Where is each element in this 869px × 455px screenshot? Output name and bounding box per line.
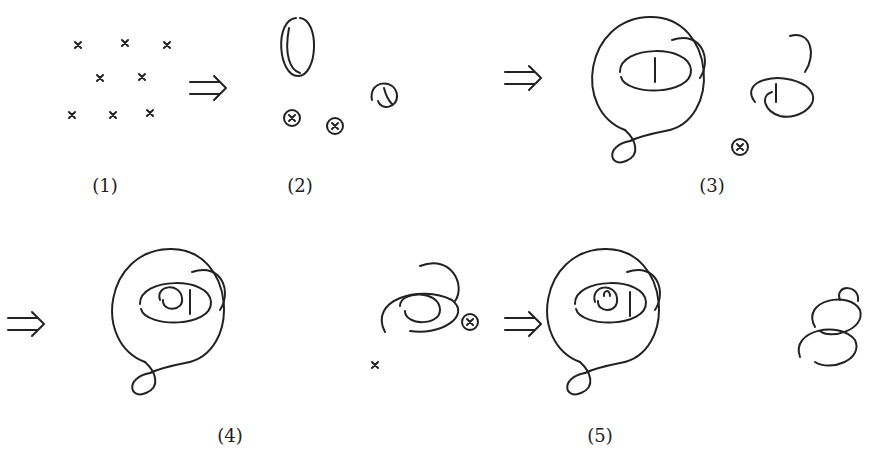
step-number: (2) <box>287 176 313 196</box>
step-number: (4) <box>217 426 243 446</box>
implication-arrows <box>8 66 541 336</box>
knot-figure-5 <box>547 249 861 394</box>
cross-marks <box>69 40 170 118</box>
knot-figure-4 <box>112 249 478 394</box>
step-number: (3) <box>699 176 725 196</box>
step-number: (1) <box>92 176 118 196</box>
knot-figure-3 <box>592 17 813 162</box>
step-number: (5) <box>587 426 613 446</box>
knot-figure-2 <box>281 18 397 134</box>
